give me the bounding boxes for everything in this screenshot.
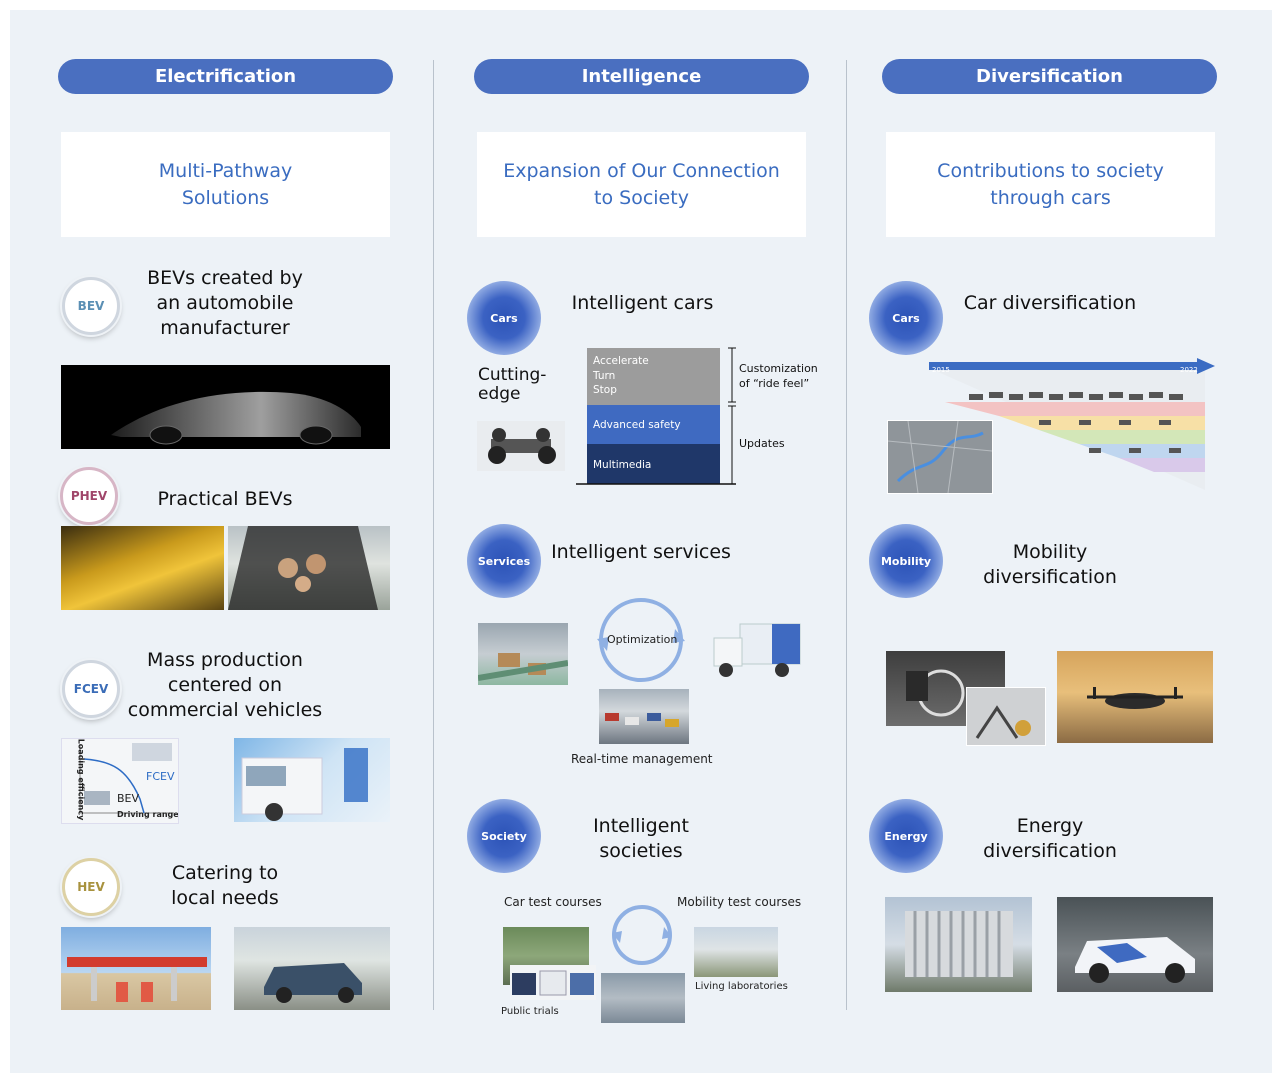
- society-orb: Society: [467, 799, 541, 873]
- delivery-truck-photo: [712, 620, 802, 680]
- stack-layer-controls: Accelerate Turn Stop: [587, 348, 720, 405]
- fcev-chart-y-label: Loading efficiency: [76, 738, 86, 821]
- aerial-city-photo: [601, 973, 685, 1023]
- multi-pathway-text: Multi-Pathway Solutions: [158, 159, 293, 209]
- traffic-management-photo: [599, 689, 689, 744]
- bev-heading: BEVs created by an automobile manufactur…: [147, 267, 303, 340]
- diversification-header: Diversification: [882, 59, 1217, 94]
- hev-suv-photo: [234, 927, 390, 1010]
- intelligent-services-heading: Intelligent services: [551, 541, 731, 563]
- stack-layer-multimedia: Multimedia: [587, 444, 720, 484]
- stack-layer-controls-text: Accelerate Turn Stop: [593, 355, 649, 397]
- air-mobility-photo: [1057, 651, 1213, 743]
- public-trials-label: Public trials: [501, 1006, 559, 1017]
- optimization-cycle-icon: [597, 598, 685, 682]
- updates-note: Updates: [739, 437, 785, 450]
- rally-car-photo: [1057, 897, 1213, 992]
- contributions-text: Contributions to society through cars: [937, 159, 1164, 209]
- stack-layer-multimedia-text: Multimedia: [593, 459, 652, 471]
- column-divider-left: [433, 60, 434, 1010]
- hev-gas-station-photo: [61, 927, 211, 1010]
- intelligence-header: Intelligence: [474, 59, 809, 94]
- fcev-truck-photo: [234, 738, 390, 822]
- living-laboratory-photo: [694, 927, 778, 977]
- expansion-connection-card: Expansion of Our Connection to Society: [477, 132, 806, 237]
- customization-note: Customization of “ride feel”: [739, 362, 818, 390]
- optimization-label: Optimization: [607, 633, 678, 646]
- fcev-badge: FCEV: [62, 660, 120, 718]
- vehicle-platform-image: [477, 421, 565, 471]
- mobility-orb: Mobility: [869, 524, 943, 598]
- phev-badge: PHEV: [60, 467, 118, 525]
- living-laboratories-label: Living laboratories: [695, 981, 788, 992]
- mobility-device-photo: [966, 687, 1046, 746]
- lineup-end-year: 2022: [1180, 366, 1198, 374]
- cars-orb: Cars: [467, 281, 541, 355]
- stack-bracket-lines: [576, 347, 736, 485]
- column-divider-right: [846, 60, 847, 1010]
- fcev-chart-x-label: Driving range: [117, 810, 179, 819]
- stack-layer-advanced-safety-text: Advanced safety: [593, 419, 681, 431]
- mobility-diversification-heading: Mobility diversification: [983, 541, 1117, 589]
- energy-orb: Energy: [869, 799, 943, 873]
- bev-badge: BEV: [62, 277, 120, 335]
- lineup-start-year: 2015: [932, 366, 950, 374]
- phev-family-photo: [228, 526, 390, 610]
- fcev-range-chart: Loading efficiency FCEV BEV Driving rang…: [61, 738, 179, 824]
- cutting-edge-label: Cutting- edge: [478, 365, 547, 404]
- lineup-expansion-graphic: [929, 358, 1215, 490]
- warehouse-photo: [478, 623, 568, 685]
- realtime-management-label: Real-time management: [571, 752, 713, 766]
- stack-layer-advanced-safety: Advanced safety: [587, 405, 720, 444]
- energy-diversification-heading: Energy diversification: [983, 815, 1117, 863]
- diversification-cars-orb: Cars: [869, 281, 943, 355]
- intelligent-cars-heading: Intelligent cars: [571, 292, 714, 314]
- car-diversification-heading: Car diversification: [963, 292, 1137, 314]
- society-cycle-icon: [612, 905, 672, 965]
- car-test-courses-label: Car test courses: [504, 895, 602, 909]
- expansion-connection-text: Expansion of Our Connection to Society: [503, 159, 780, 209]
- electrification-header: Electrification: [58, 59, 393, 94]
- fcev-chart-bev-label: BEV: [117, 792, 140, 805]
- contributions-card: Contributions to society through cars: [886, 132, 1215, 237]
- mobility-test-courses-label: Mobility test courses: [677, 895, 802, 909]
- hev-badge: HEV: [62, 858, 120, 916]
- multi-pathway-card: Multi-Pathway Solutions: [61, 132, 390, 237]
- intelligent-societies-heading: Intelligent societies: [593, 815, 689, 863]
- services-orb: Services: [467, 524, 541, 598]
- fcev-chart-fcev-label: FCEV: [146, 770, 175, 783]
- hev-heading: Catering to local needs: [171, 862, 279, 910]
- public-trials-vehicles-photo: [510, 965, 596, 1000]
- map-photo: [887, 420, 993, 494]
- phev-charging-photo: [61, 526, 224, 610]
- fcev-heading: Mass production centered on commercial v…: [127, 649, 323, 722]
- energy-facility-photo: [885, 897, 1032, 992]
- phev-heading: Practical BEVs: [157, 488, 293, 510]
- bev-concept-car-image: [61, 365, 390, 449]
